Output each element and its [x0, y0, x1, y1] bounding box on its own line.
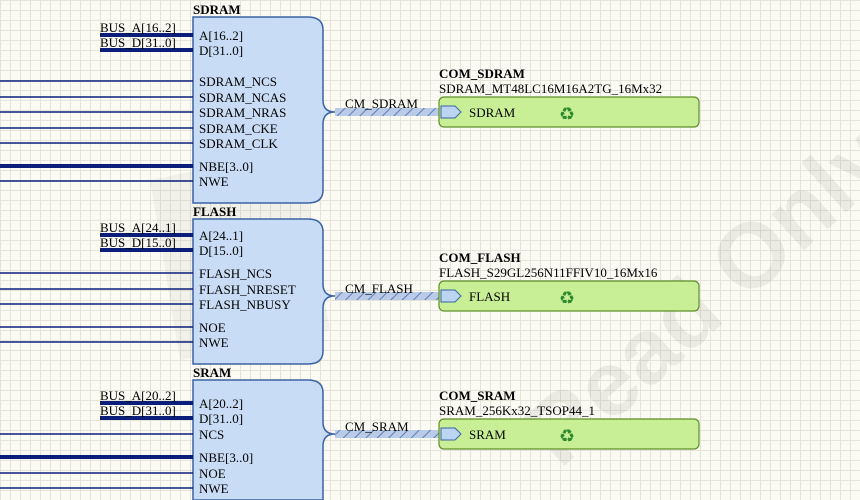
sheet-entry-label: NBE[3..0] [199, 159, 253, 174]
recycle-icon: ♻ [559, 426, 575, 447]
harness-port-icon [440, 105, 462, 119]
component-designator: COM_FLASH [439, 250, 521, 265]
harness-connector[interactable] [335, 430, 440, 438]
harness-port-icon [440, 289, 462, 303]
component-body[interactable] [438, 280, 700, 312]
sheet-flash[interactable]: FLASH BUS_A[24..1] BUS_D[15..0] A[24..1]… [0, 204, 700, 365]
sheet-sram[interactable]: SRAM BUS_A[20..2] BUS_D[31..0] A[20..2] … [0, 365, 700, 500]
port-label: SRAM [469, 427, 506, 442]
bus-port-label: BUS_D[31..0] [100, 403, 176, 418]
sheet-entry-label: D[31..0] [199, 43, 243, 58]
sheet-title: SDRAM [193, 2, 241, 17]
recycle-icon: ♻ [559, 104, 575, 125]
port-label: SDRAM [469, 105, 516, 120]
sheet-symbol-body[interactable] [192, 218, 336, 365]
sheet-entry-label: FLASH_NRESET [199, 282, 296, 297]
sheet-symbol-body[interactable] [192, 16, 336, 204]
sheet-entry-label: NWE [199, 335, 229, 350]
sheet-entry-label: SDRAM_CKE [199, 121, 278, 136]
bus-port-label: BUS_D[15..0] [100, 235, 176, 250]
component-description: FLASH_S29GL256N11FFIV10_16Mx16 [439, 265, 658, 280]
sheet-symbol-body[interactable] [192, 379, 336, 500]
sheet-entry-label: NWE [199, 481, 229, 496]
port-label: FLASH [469, 289, 510, 304]
component-box[interactable]: SDRAM ♻ [438, 96, 700, 128]
component-body[interactable] [438, 96, 700, 128]
harness-net-label: CM_FLASH [345, 281, 413, 296]
sheet-entry-label: A[20..2] [199, 396, 243, 411]
component-description: SDRAM_MT48LC16M16A2TG_16Mx32 [439, 81, 662, 96]
sheet-entry-label: SDRAM_NCS [199, 74, 277, 89]
sheet-entry-label: FLASH_NBUSY [199, 297, 291, 312]
sheet-title: SRAM [193, 365, 231, 380]
bus-port-label: BUS_A[24..1] [100, 220, 176, 235]
sheet-entry-label: NOE [199, 466, 226, 481]
sheet-entry-label: NCS [199, 427, 224, 442]
sheet-entry-label: NBE[3..0] [199, 450, 253, 465]
bus-port-label: BUS_A[20..2] [100, 388, 176, 403]
sheet-entry-label: FLASH_NCS [199, 266, 272, 281]
sheet-entry-label: NOE [199, 320, 226, 335]
sheet-entry-label: D[15..0] [199, 243, 243, 258]
sheet-entry-label: SDRAM_CLK [199, 136, 278, 151]
sheet-sdram[interactable]: SDRAM BUS_A[16..2] BUS_D[31..0] A[16..2]… [0, 2, 700, 204]
component-designator: COM_SDRAM [439, 66, 525, 81]
sheet-entry-label: SDRAM_NRAS [199, 105, 286, 120]
recycle-icon: ♻ [559, 288, 575, 309]
harness-port-icon [440, 427, 462, 441]
harness-connector[interactable] [335, 292, 440, 300]
bus-port-label: BUS_D[31..0] [100, 35, 176, 50]
sheet-entry-label: D[31..0] [199, 411, 243, 426]
harness-net-label: CM_SDRAM [345, 96, 418, 111]
component-description: SRAM_256Kx32_TSOP44_1 [439, 403, 595, 418]
bus-port-label: BUS_A[16..2] [100, 20, 176, 35]
harness-net-label: CM_SRAM [345, 419, 409, 434]
harness-connector[interactable] [335, 108, 440, 116]
component-box[interactable]: FLASH ♻ [438, 280, 700, 312]
sheet-title: FLASH [193, 204, 236, 219]
component-body[interactable] [438, 418, 700, 450]
component-designator: COM_SRAM [439, 388, 516, 403]
component-box[interactable]: SRAM ♻ [438, 418, 700, 450]
sheet-entry-label: NWE [199, 174, 229, 189]
sheet-entry-label: A[16..2] [199, 28, 243, 43]
sheet-entry-label: SDRAM_NCAS [199, 90, 286, 105]
sheet-entry-label: A[24..1] [199, 228, 243, 243]
